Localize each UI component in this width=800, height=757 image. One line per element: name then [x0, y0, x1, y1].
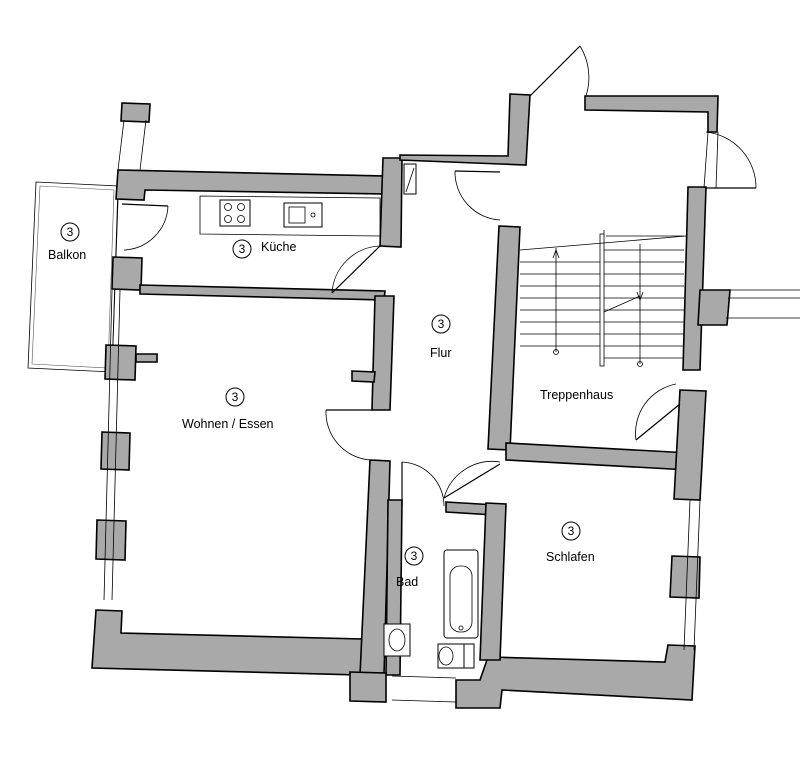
room-label: Wohnen / Essen: [182, 417, 274, 431]
kitchen-counter: [199, 163, 417, 237]
balcony: [27, 181, 119, 373]
room-label: Flur: [430, 346, 452, 360]
unit-number: 3: [568, 524, 575, 538]
unit-number: 3: [438, 317, 445, 331]
room-wohnen: 3 Wohnen / Essen: [182, 387, 274, 431]
room-label: Treppenhaus: [540, 388, 613, 402]
unit-number: 3: [411, 549, 418, 563]
window-lines: [103, 119, 800, 703]
room-label: Schlafen: [546, 550, 595, 564]
unit-number: 3: [239, 242, 246, 256]
unit-number: 3: [67, 225, 74, 239]
room-kueche: 3 Küche: [232, 239, 296, 259]
room-label: Küche: [261, 240, 296, 254]
exterior-walls: [91, 93, 731, 709]
room-label: Balkon: [48, 248, 86, 262]
room-balkon: 3 Balkon: [48, 222, 86, 262]
room-label: Bad: [396, 575, 418, 589]
room-schlafen: 3 Schlafen: [546, 521, 595, 564]
room-flur: 3 Flur: [430, 314, 452, 360]
room-treppenhaus: Treppenhaus: [540, 388, 613, 402]
doors: [121, 45, 757, 507]
room-bad: 3 Bad: [396, 546, 424, 589]
staircase-steps: [519, 230, 687, 367]
bathroom-fixtures: [383, 549, 479, 669]
unit-number: 3: [232, 390, 239, 404]
